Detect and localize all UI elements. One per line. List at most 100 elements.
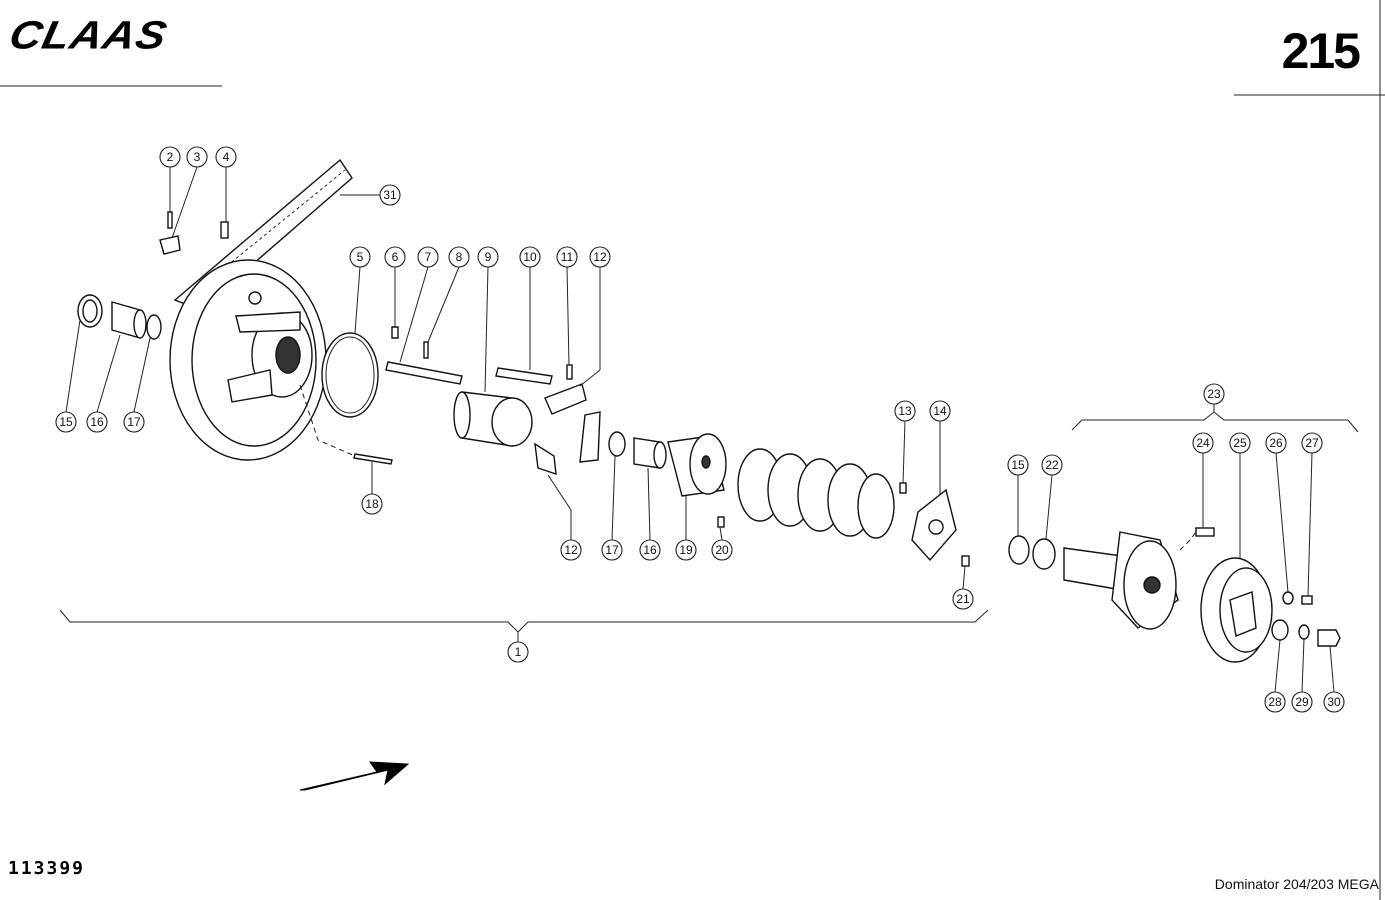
callout-13: 13 — [894, 400, 916, 422]
svg-text:26: 26 — [1269, 436, 1283, 450]
callout-24: 24 — [1192, 432, 1214, 454]
spring-seat-hub — [667, 433, 727, 497]
sliding-sleeve — [453, 391, 533, 447]
callout-29: 29 — [1291, 691, 1313, 713]
callout-17-left: 17 — [123, 411, 145, 433]
svg-text:5: 5 — [357, 250, 364, 264]
callout-2: 2 — [159, 146, 181, 168]
screw-21 — [961, 555, 970, 567]
callout-9: 9 — [477, 246, 499, 268]
svg-text:22: 22 — [1045, 458, 1059, 472]
svg-text:4: 4 — [223, 150, 230, 164]
o-ring — [321, 332, 379, 418]
callout-16-center: 16 — [639, 539, 661, 561]
svg-text:23: 23 — [1207, 387, 1221, 401]
callout-3: 3 — [186, 146, 208, 168]
bushing-left — [77, 294, 162, 340]
svg-text:1: 1 — [515, 645, 522, 659]
svg-text:21: 21 — [956, 592, 970, 606]
callout-28: 28 — [1264, 691, 1286, 713]
assembly-bracket-23 — [1071, 411, 1359, 433]
svg-text:24: 24 — [1196, 436, 1210, 450]
callout-8: 8 — [448, 246, 470, 268]
pin-18-guide — [299, 384, 356, 457]
retaining-ring-center — [608, 431, 626, 457]
svg-text:13: 13 — [898, 404, 912, 418]
sleeve-keys — [495, 364, 573, 385]
o-ring-inner — [325, 336, 375, 414]
keys — [385, 326, 463, 385]
callout-12-top: 12 — [589, 246, 611, 268]
svg-text:17: 17 — [127, 415, 141, 429]
washer-15-right — [1008, 535, 1030, 565]
svg-text:14: 14 — [933, 404, 947, 418]
callout-1: 1 — [507, 641, 529, 663]
callout-11: 11 — [556, 246, 578, 268]
svg-text:29: 29 — [1295, 695, 1309, 709]
svg-text:19: 19 — [679, 543, 693, 557]
drawing-number: 113399 — [8, 858, 86, 879]
screw-20 — [717, 516, 725, 528]
callout-7: 7 — [417, 246, 439, 268]
svg-text:30: 30 — [1327, 695, 1341, 709]
callout-5: 5 — [349, 246, 371, 268]
pin-18 — [353, 453, 393, 465]
callout-18: 18 — [361, 493, 383, 515]
callout-31: 31 — [379, 184, 401, 206]
callout-19: 19 — [675, 539, 697, 561]
callout-25: 25 — [1229, 432, 1251, 454]
svg-text:10: 10 — [523, 250, 537, 264]
svg-text:15: 15 — [59, 415, 73, 429]
callout-6: 6 — [384, 246, 406, 268]
svg-text:3: 3 — [194, 150, 201, 164]
svg-text:7: 7 — [425, 250, 432, 264]
model-caption: Dominator 204/203 MEGA — [1214, 876, 1379, 892]
callout-30: 30 — [1323, 691, 1345, 713]
assembly-bracket-1 — [59, 609, 989, 633]
svg-text:17: 17 — [605, 543, 619, 557]
svg-text:15: 15 — [1011, 458, 1025, 472]
svg-text:8: 8 — [456, 250, 463, 264]
callout-15-right: 15 — [1007, 454, 1029, 476]
callout-20: 20 — [711, 539, 733, 561]
leader-lines — [65, 166, 1335, 693]
svg-text:18: 18 — [365, 497, 379, 511]
svg-text:12: 12 — [564, 543, 578, 557]
svg-text:6: 6 — [392, 250, 399, 264]
clamp-segments — [534, 383, 601, 476]
callout-22: 22 — [1041, 454, 1063, 476]
callout-14: 14 — [929, 400, 951, 422]
svg-text:2: 2 — [167, 150, 174, 164]
bolt-24 — [1195, 527, 1215, 537]
page-number: 215 — [1281, 23, 1361, 79]
callout-10: 10 — [519, 246, 541, 268]
set-screws-top — [159, 211, 229, 255]
svg-text:25: 25 — [1233, 436, 1247, 450]
callout-4: 4 — [215, 146, 237, 168]
callout-27: 27 — [1301, 432, 1323, 454]
spring-flange — [899, 482, 957, 562]
cam-disc — [1200, 557, 1273, 663]
svg-text:11: 11 — [561, 250, 574, 264]
compression-spring — [737, 448, 895, 539]
fasteners-right — [1271, 591, 1341, 647]
direction-arrow-icon — [299, 761, 410, 791]
callout-23: 23 — [1203, 383, 1225, 405]
svg-text:16: 16 — [90, 415, 104, 429]
svg-text:20: 20 — [715, 543, 729, 557]
callout-15-left: 15 — [55, 411, 77, 433]
washer-22 — [1032, 538, 1056, 570]
svg-text:12: 12 — [593, 250, 607, 264]
callout-17-center: 17 — [601, 539, 623, 561]
callout-26: 26 — [1265, 432, 1287, 454]
svg-text:9: 9 — [485, 250, 492, 264]
bolt-24-guide — [1179, 531, 1197, 551]
callout-21: 21 — [952, 588, 974, 610]
variator-pulley — [169, 259, 327, 461]
bushing-center — [633, 437, 667, 469]
svg-text:31: 31 — [383, 188, 397, 202]
callout-12-bottom: 12 — [560, 539, 582, 561]
svg-text:28: 28 — [1268, 695, 1282, 709]
callout-16-left: 16 — [86, 411, 108, 433]
